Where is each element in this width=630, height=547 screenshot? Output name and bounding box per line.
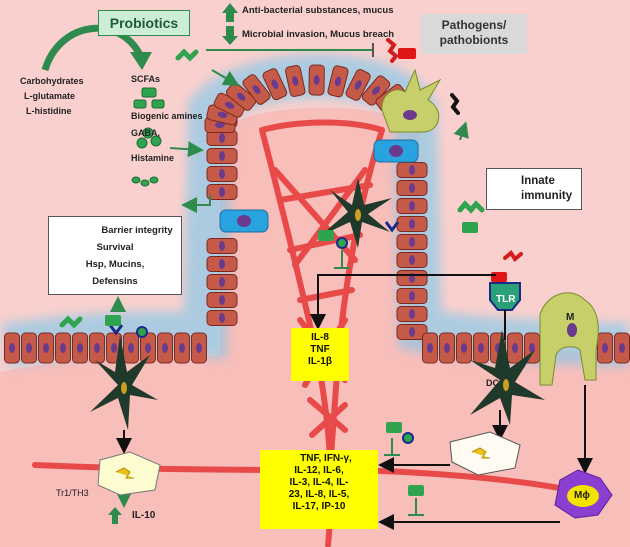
epithelial-cell [327, 65, 349, 98]
cytokine-line: IL-12, IL-6, [294, 465, 344, 476]
biogenic-amines-label: Biogenic amines [131, 111, 203, 121]
gaba-label: GABA, [131, 128, 160, 138]
epithelial-cell [225, 82, 257, 111]
epithelial-cell [422, 332, 438, 364]
survival-label: Survival [96, 242, 134, 253]
epithelial-cell [396, 306, 428, 322]
epithelial-cell [456, 332, 472, 364]
il8-box-line: TNF [310, 344, 330, 355]
m-cell-upper [381, 68, 442, 133]
epithelial-cell [473, 332, 489, 364]
epithelial-cell [191, 332, 207, 364]
il10-up-arrow-icon [108, 507, 122, 524]
probiotics-label: Probiotics [98, 10, 190, 36]
epithelial-cell [206, 148, 238, 164]
pathogens-line-2: pathobionts [439, 33, 509, 47]
epithelial-cell [262, 68, 288, 101]
il8-box-line: IL-8 [311, 332, 329, 343]
anti-bacterial-label: Anti-bacterial substances, mucus [242, 5, 394, 16]
epithelial-cell [21, 332, 37, 364]
epithelial-cell [206, 184, 238, 200]
epithelial-cell [345, 69, 371, 101]
epithelial-cell [439, 332, 455, 364]
barrier-integrity-label: Barrier integrity [101, 225, 173, 236]
tlr-label: TLR [496, 294, 516, 305]
epithelial-cell [285, 64, 306, 97]
epithelial-cell [38, 332, 54, 364]
cytokine-line: IL-3, IL-4, IL- [289, 477, 349, 488]
il8-box-line: IL-1β [308, 356, 332, 367]
epithelial-cell [140, 332, 156, 364]
il10-label: IL-10 [132, 510, 156, 521]
epithelial-cell [206, 256, 238, 272]
innate-line-2: immunity [521, 190, 573, 202]
epithelial-cell [123, 332, 139, 364]
m-cell-label: M [566, 312, 575, 323]
barrier-integrity-box: Barrier integrity Survival Hsp, Mucins, … [48, 216, 182, 295]
epithelial-cell [396, 234, 428, 250]
pathogens-line-1: Pathogens/ [441, 18, 507, 32]
epithelial-cell [308, 64, 325, 96]
epithelial-cell [206, 292, 238, 308]
epithelial-cell [55, 332, 71, 364]
epithelial-cell [396, 216, 428, 232]
defensins-label: Defensins [92, 276, 138, 287]
epithelial-cell [396, 324, 428, 340]
epithelial-cell [89, 332, 105, 364]
probiotic-metabolism-arrow [41, 24, 144, 72]
signal-arrows [116, 274, 593, 530]
l-glutamate-label: L-glutamate [24, 91, 76, 101]
up-arrow-icon [222, 3, 238, 22]
m-cell-lower [539, 292, 599, 386]
tlr-ligand [491, 272, 507, 282]
inhibition-bars [334, 250, 424, 516]
epithelial-cell [396, 252, 428, 268]
cytokines-box: TNF, IFN-γ, IL-12, IL-6, IL-3, IL-4, IL-… [260, 450, 378, 529]
epithelial-cell [507, 332, 523, 364]
epithelial-cell [597, 332, 613, 364]
down-arrow-icon [222, 26, 238, 45]
signaling-molecules [105, 222, 478, 496]
epithelial-cell [614, 332, 630, 364]
cytokine-line: IL-17, IP-10 [292, 501, 346, 512]
pathogen-receptor-block [398, 48, 416, 59]
pattern-recognition-receptors [108, 221, 400, 336]
epithelial-cell [206, 238, 238, 254]
microbial-invasion-label: Microbial invasion, Mucus breach [242, 29, 395, 40]
epithelial-cell [4, 332, 20, 364]
epithelial-cell [396, 270, 428, 286]
epithelial-cell [157, 332, 173, 364]
epithelial-cell [206, 310, 238, 326]
il8-tnf-il1b-box: IL-8 TNF IL-1β [291, 328, 349, 381]
probiotic-bacteria [59, 48, 485, 329]
epithelial-cell [242, 74, 271, 105]
epithelial-cell [396, 198, 428, 214]
epithelial-cell [396, 288, 428, 304]
histamine-label: Histamine [131, 153, 175, 163]
innate-immunity-box: Innate immunity [486, 168, 582, 210]
epithelial-cell-layer [4, 64, 630, 364]
hsp-mucins-label: Hsp, Mucins, [85, 259, 145, 270]
epithelial-cell [206, 166, 238, 182]
pathogens-box: Pathogens/ pathobionts [421, 14, 527, 54]
innate-line-1: Innate [521, 175, 555, 187]
t-cells-label: Tr1/TH3 [56, 488, 89, 498]
tlr-receptor [489, 282, 521, 311]
l-histidine-label: L-histidine [26, 106, 72, 116]
epithelial-cell [206, 274, 238, 290]
metabolite-icons [131, 87, 165, 187]
epithelial-cell [396, 162, 428, 178]
epithelial-cell [396, 180, 428, 196]
scfas-label: SCFAs [131, 74, 161, 84]
epithelial-cell [72, 332, 88, 364]
dc-label: DC [486, 378, 499, 388]
epithelial-cell [174, 332, 190, 364]
cytokine-line: TNF, IFN-γ, [300, 453, 352, 464]
goblet-cells [219, 139, 419, 233]
macrophage-label: Mϕ [574, 490, 590, 501]
carbohydrates-label: Carbohydrates [20, 76, 84, 86]
cytokine-line: 23, IL-8, IL-5, [288, 489, 350, 500]
